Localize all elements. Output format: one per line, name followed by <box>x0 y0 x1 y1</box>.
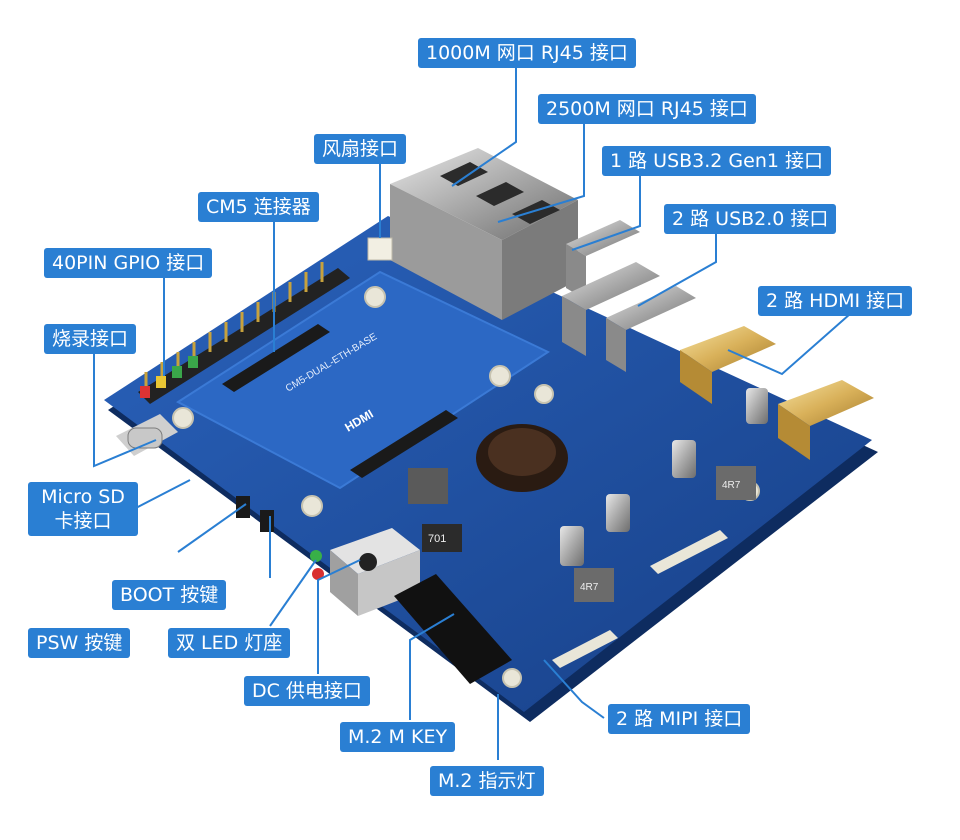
label-psw: PSW 按键 <box>28 628 131 658</box>
cm5-connector-b <box>350 410 458 478</box>
fan-connector <box>367 237 393 261</box>
label-led: 双 LED 灯座 <box>168 628 291 658</box>
inductor-main <box>408 468 448 504</box>
label-boot: BOOT 按键 <box>112 580 227 610</box>
label-microsd-line1: Micro SD <box>41 486 125 508</box>
inductor-701 <box>422 524 462 552</box>
label-usb20: 2 路 USB2.0 接口 <box>664 204 837 234</box>
label-rj45-1000m: 1000M 网口 RJ45 接口 <box>418 38 636 68</box>
label-gpio: 40PIN GPIO 接口 <box>44 248 213 278</box>
rj45-jacks <box>390 148 578 320</box>
mounting-holes <box>172 286 760 688</box>
standoffs <box>560 388 768 566</box>
label-microsd-line2: 卡接口 <box>54 510 112 532</box>
mipi-connector-1 <box>552 630 618 668</box>
inductor-4r7-a-text: 4R7 <box>722 480 741 491</box>
cm5-connector-a <box>222 324 330 392</box>
label-cm5: CM5 连接器 <box>198 192 319 222</box>
inductor-701-text: 701 <box>428 533 446 545</box>
mipi-connector-0 <box>650 530 728 574</box>
cm5-module-area <box>176 270 551 490</box>
label-burn: 烧录接口 <box>44 324 137 354</box>
battery-cavity <box>488 428 556 476</box>
led-green <box>310 550 322 562</box>
label-m2led: M.2 指示灯 <box>430 766 544 796</box>
inductor-4r7-b-text: 4R7 <box>580 582 599 593</box>
burn-port <box>127 427 163 449</box>
label-dc: DC 供电接口 <box>244 676 370 706</box>
label-fan: 风扇接口 <box>314 134 407 164</box>
label-rj45-2500m: 2500M 网口 RJ45 接口 <box>538 94 756 124</box>
leader-lines <box>93 68 851 760</box>
psw-button <box>260 510 274 532</box>
label-hdmi: 2 路 HDMI 接口 <box>758 286 913 316</box>
inductor-4r7-a <box>716 466 756 500</box>
m2-slot <box>394 574 512 684</box>
label-microsd: Micro SD 卡接口 <box>28 482 138 536</box>
label-usb32: 1 路 USB3.2 Gen1 接口 <box>602 146 832 176</box>
label-m2key: M.2 M KEY <box>340 722 456 752</box>
label-mipi: 2 路 MIPI 接口 <box>608 704 751 734</box>
inductor-4r7-b <box>574 568 614 602</box>
led-red <box>312 568 324 580</box>
hdmi-ports <box>680 326 874 460</box>
gpio-header <box>138 262 350 404</box>
